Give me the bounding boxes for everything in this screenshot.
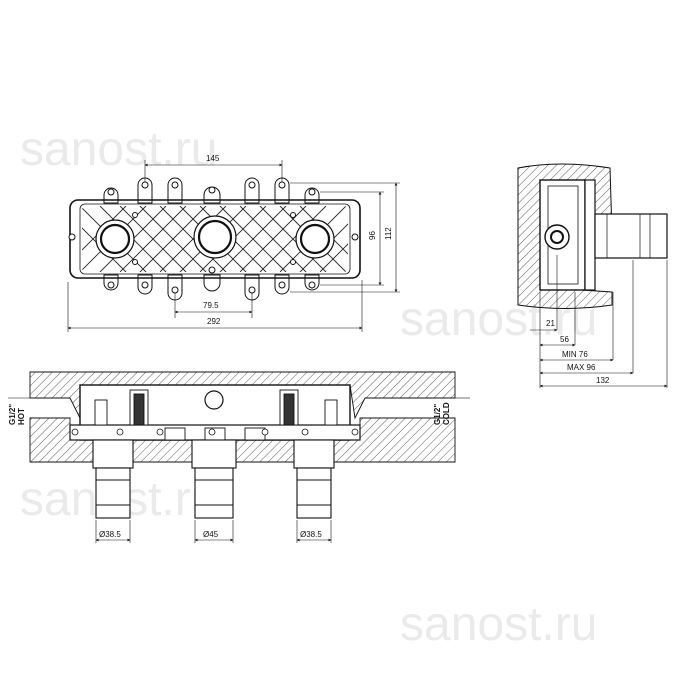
diameter-right-label: Ø38.5 — [300, 530, 322, 539]
dimension-292 — [67, 280, 363, 332]
bottom-mounting-ears — [103, 274, 320, 301]
hot-text: HOT — [17, 408, 26, 425]
watermark-bottom-right: sanost.ru — [400, 598, 597, 651]
box-inner-outline — [79, 203, 351, 275]
dimension-112-label: 112 — [384, 227, 393, 240]
pipe-left — [92, 439, 134, 519]
dimension-max-96-label: MAX 96 — [567, 363, 596, 372]
valve-openings — [95, 215, 335, 259]
section-view: Ø38.5 Ø45 Ø38.5 G1/2" HOT G1/2" COLD — [8, 371, 470, 543]
hot-label: G1/2" HOT — [8, 404, 26, 425]
dimension-112 — [290, 182, 400, 293]
side-view: 21 56 MIN 76 MAX 96 132 — [517, 163, 668, 388]
pipe-right — [293, 439, 335, 519]
dimension-79-5 — [174, 293, 253, 318]
dimension-96 — [320, 191, 384, 286]
dimension-79-5-label: 79.5 — [203, 301, 219, 310]
front-view: 145 79.5 292 96 112 — [67, 154, 400, 332]
hot-thread-size: G1/2" — [8, 404, 17, 425]
extension-sleeve — [594, 213, 668, 259]
side-dimension-lines — [530, 255, 668, 388]
diameter-center-label: Ø45 — [203, 530, 219, 539]
dimension-56-label: 56 — [560, 335, 569, 344]
screw-holes — [68, 181, 359, 294]
diameter-left-label: Ø38.5 — [99, 530, 121, 539]
cold-text: COLD — [442, 402, 451, 425]
pipe-center — [191, 439, 237, 519]
dimension-min-76-label: MIN 76 — [562, 350, 588, 359]
dimension-145 — [144, 160, 283, 182]
dimension-132-label: 132 — [596, 376, 610, 385]
top-mounting-ears — [103, 177, 320, 204]
cold-thread-size: G1/2" — [433, 404, 442, 425]
dimension-96-label: 96 — [368, 231, 377, 240]
cable-hole — [204, 390, 224, 410]
watermark-top-left: sanost.ru — [20, 123, 217, 176]
dimension-21-label: 21 — [546, 319, 555, 328]
diameter-dimension-lines — [95, 520, 332, 543]
dimension-145-label: 145 — [206, 154, 220, 163]
cold-label: G1/2" COLD — [433, 402, 451, 425]
dimension-292-label: 292 — [207, 317, 221, 326]
